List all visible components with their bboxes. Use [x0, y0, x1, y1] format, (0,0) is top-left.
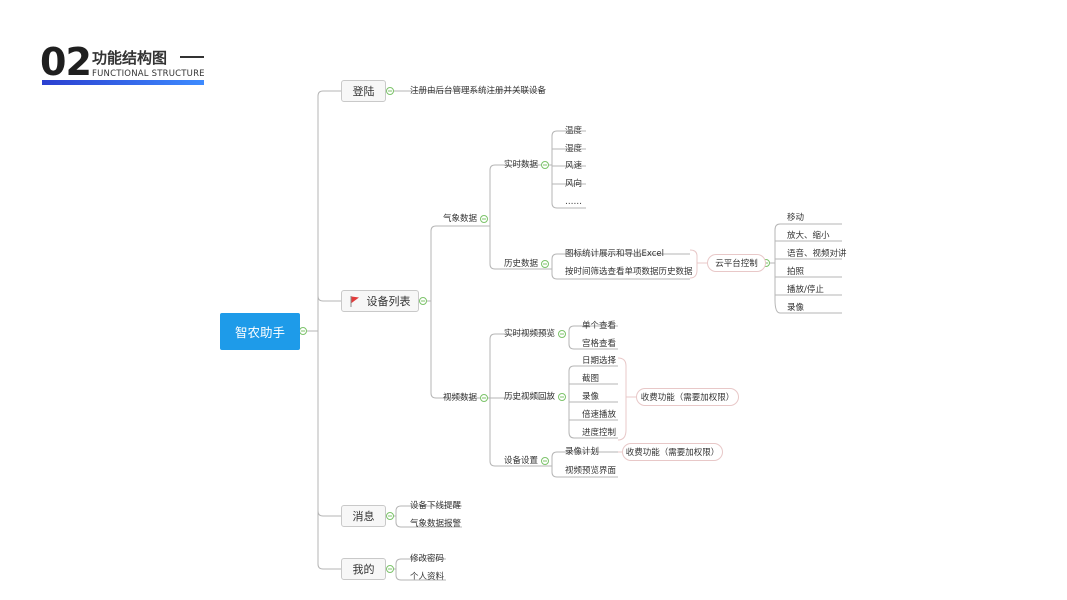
login-item: 注册由后台管理系统注册并关联设备	[410, 86, 547, 96]
flag-icon	[350, 295, 360, 307]
node-device-list[interactable]: 设备列表	[341, 290, 419, 312]
node-mine[interactable]: 我的	[341, 558, 386, 580]
node-message[interactable]: 消息	[341, 505, 386, 527]
title-dash	[180, 56, 204, 58]
playback-item: 倍速播放	[582, 410, 617, 420]
root-node[interactable]: 智农助手	[220, 313, 300, 350]
cloud-item: 语音、视频对讲	[787, 249, 847, 259]
cloud-item: 播放/停止	[787, 285, 824, 295]
mine-item: 个人资料	[410, 572, 445, 582]
message-item: 气象数据报警	[410, 519, 462, 529]
section-number: 02	[40, 40, 92, 84]
realtime-item: 温度	[565, 126, 583, 136]
accent-bar	[42, 80, 204, 85]
cloud-item: 拍照	[787, 267, 805, 277]
realtime-item: 风速	[565, 161, 583, 171]
playback-paid-note: 收费功能（需要加权限）	[636, 388, 739, 406]
playback-item: 进度控制	[582, 428, 617, 438]
settings-paid-note: 收费功能（需要加权限）	[622, 443, 723, 461]
playback-item: 截图	[582, 374, 600, 384]
node-weather-realtime[interactable]: 实时数据	[504, 160, 539, 170]
node-video-live[interactable]: 实时视频预览	[504, 329, 556, 339]
node-video-settings[interactable]: 设备设置	[504, 456, 539, 466]
realtime-item: ……	[565, 197, 582, 207]
node-device-list-label: 设备列表	[366, 295, 411, 308]
realtime-item: 湿度	[565, 144, 583, 154]
node-video[interactable]: 视频数据	[443, 393, 478, 403]
node-weather[interactable]: 气象数据	[443, 214, 478, 224]
node-weather-history[interactable]: 历史数据	[504, 259, 539, 269]
node-video-playback[interactable]: 历史视频回放	[504, 392, 556, 402]
live-item: 单个查看	[582, 321, 617, 331]
settings-item: 视频预览界面	[565, 466, 617, 476]
cloud-item: 移动	[787, 213, 805, 223]
history-item: 按时间筛选查看单项数据历史数据	[565, 267, 693, 277]
page-title: 功能结构图	[92, 49, 168, 67]
node-login[interactable]: 登陆	[341, 80, 386, 102]
page-subtitle: FUNCTIONAL STRUCTURE	[92, 69, 205, 79]
node-cloud-control[interactable]: 云平台控制	[707, 254, 766, 272]
cloud-item: 录像	[787, 303, 805, 313]
cloud-item: 放大、缩小	[787, 231, 830, 241]
settings-item: 录像计划	[565, 447, 600, 457]
live-item: 宫格查看	[582, 339, 617, 349]
mine-item: 修改密码	[410, 554, 445, 564]
message-item: 设备下线提醒	[410, 501, 462, 511]
playback-item: 录像	[582, 392, 600, 402]
history-item: 图标统计展示和导出Excel	[565, 249, 665, 259]
playback-item: 日期选择	[582, 356, 617, 366]
realtime-item: 风向	[565, 179, 583, 189]
